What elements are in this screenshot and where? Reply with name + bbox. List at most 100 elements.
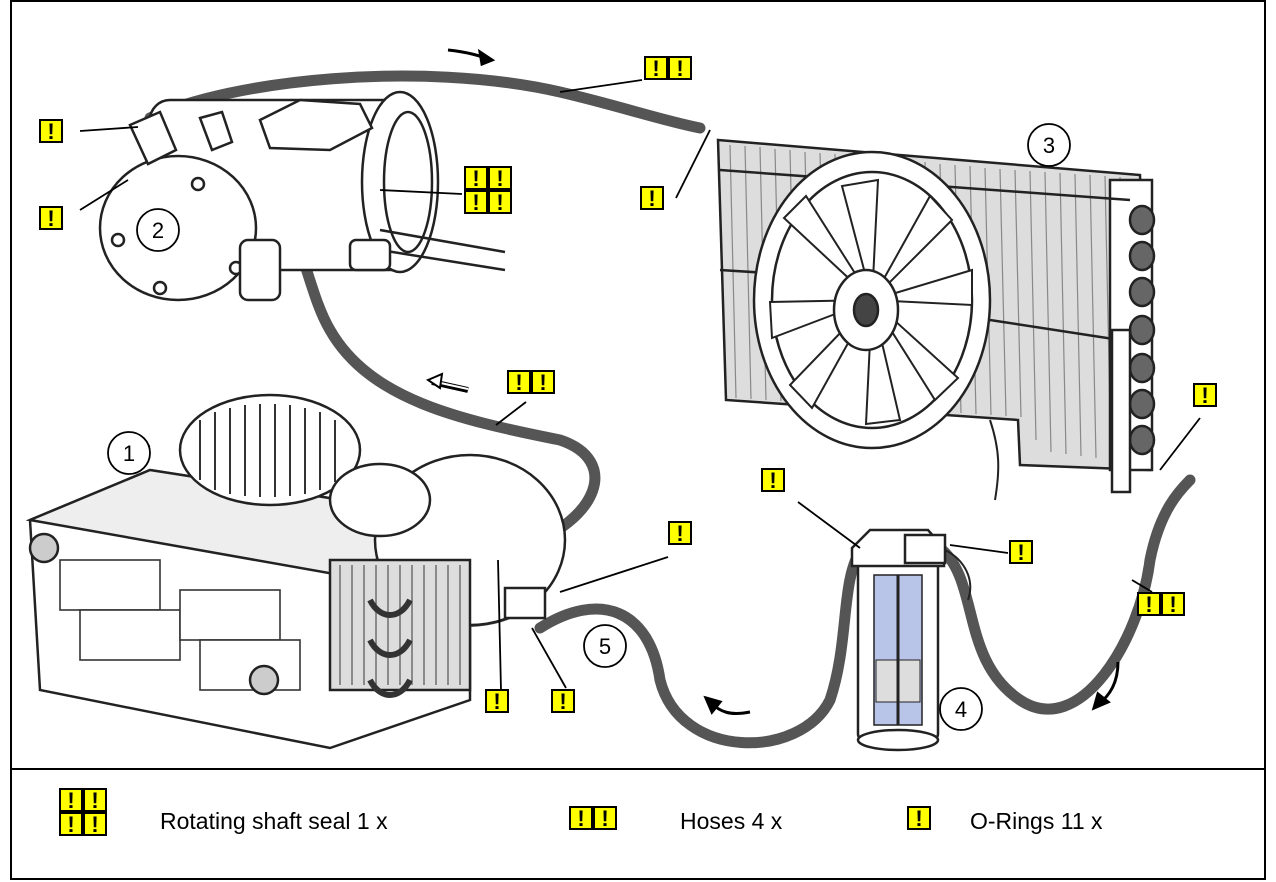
exclamation-icon: !	[67, 812, 74, 837]
legend-badge-hoses: !!	[569, 806, 617, 831]
warning-badge-cell	[1137, 592, 1161, 616]
exclamation-icon: !	[769, 468, 776, 493]
compressor-fitting	[128, 110, 178, 166]
compressor-bolt	[110, 232, 126, 248]
o-ring-badge-evaporator-inlet: !	[551, 689, 575, 714]
flow-arrow-top-head	[477, 48, 496, 67]
o-ring-badge-condenser-inlet: !	[640, 186, 664, 211]
hose-badge-compressor-evaporator: !!	[507, 370, 555, 395]
flow-arrow-bottom-left-head	[703, 695, 723, 715]
warning-badge-cell	[668, 521, 692, 545]
warning-badges: !!!!!!!!!!!!!!!!!!!!!!!!!!	[39, 56, 1217, 837]
legend-badge-rotating-shaft-seal: !!!!	[59, 788, 107, 837]
warning-badge-cell	[83, 788, 107, 812]
exclamation-icon: !	[67, 788, 74, 813]
component-number-4: 4	[955, 697, 967, 722]
o-ring-badge-evaporator-valve: !	[668, 521, 692, 546]
warning-badge-cell	[907, 806, 931, 830]
warning-badge-cell	[569, 806, 593, 830]
shaft-seal-badge-compressor: !!!!	[464, 166, 512, 215]
exclamation-icon: !	[539, 370, 546, 395]
legend-badge-o-rings: !	[907, 806, 931, 831]
warning-badge-cell	[83, 812, 107, 836]
warning-badge-cell	[464, 166, 488, 190]
o-ring-badge-compressor-bottom: !	[39, 206, 63, 231]
compressor-mount-line	[379, 228, 506, 272]
leader-lines	[79, 79, 1201, 691]
warning-badge-cell	[507, 370, 531, 394]
o-ring-badge-evaporator-outlet: !	[485, 689, 509, 714]
blower-motor	[328, 462, 432, 538]
blower-drum	[178, 393, 362, 507]
exclamation-icon: !	[1201, 383, 1208, 408]
evaporator-unit	[25, 393, 567, 750]
o-ring-badge-compressor-top: !	[39, 119, 63, 144]
compressor-fitting-2	[198, 110, 234, 152]
condenser-upright	[1110, 328, 1132, 494]
warning-badge-cell	[59, 812, 83, 836]
component-number-1: 1	[123, 441, 135, 466]
warning-badge-cell	[761, 468, 785, 492]
exclamation-icon: !	[559, 689, 566, 714]
blower-fins	[199, 404, 336, 497]
condenser-tubes	[1128, 204, 1156, 456]
compressor-mount-ear	[238, 238, 282, 302]
evaporator-knob-2	[248, 664, 280, 696]
exclamation-icon: !	[496, 166, 503, 191]
component-number-2: 2	[152, 218, 164, 243]
component-callout-1: 1	[107, 431, 151, 475]
evaporator-knob	[28, 532, 60, 564]
compressor-bolt-2	[152, 280, 168, 296]
fan-wire	[989, 419, 1000, 501]
component-callout-3: 3	[1027, 123, 1071, 167]
warning-badge-cell	[593, 806, 617, 830]
warning-badge-cell	[39, 206, 63, 230]
flow-arrow-mid-head	[425, 372, 444, 390]
exclamation-icon: !	[601, 806, 608, 831]
exclamation-icon: !	[1017, 540, 1024, 565]
component-callout-5: 5	[583, 624, 627, 668]
warning-badge-cell	[640, 186, 664, 210]
exclamation-icon: !	[1169, 592, 1176, 617]
expansion-valve	[503, 586, 547, 620]
o-ring-badge-drier-outlet: !	[1009, 540, 1033, 565]
component-callout-4: 4	[939, 687, 983, 731]
exclamation-icon: !	[676, 56, 683, 81]
evaporator-vents	[59, 559, 301, 691]
warning-badge-cell	[485, 689, 509, 713]
warning-badge-cell	[1161, 592, 1185, 616]
exclamation-icon: !	[577, 806, 584, 831]
condenser-fan	[752, 150, 1000, 501]
exclamation-icon: !	[472, 190, 479, 215]
warning-badge-cell	[39, 119, 63, 143]
legend-label-hoses: Hoses 4 x	[680, 808, 783, 834]
legend-label-o-rings: O-Rings 11 x	[970, 808, 1103, 834]
warning-badge-cell	[644, 56, 668, 80]
warning-badge-cell	[1193, 383, 1217, 407]
component-callout-2: 2	[136, 208, 180, 252]
fan-hub-center	[852, 292, 880, 328]
warning-badge-cell	[59, 788, 83, 812]
evaporator-pipes	[367, 598, 413, 698]
exclamation-icon: !	[496, 190, 503, 215]
o-ring-badge-condenser-outlet: !	[1193, 383, 1217, 408]
component-number-3: 3	[1043, 133, 1055, 158]
exclamation-icon: !	[91, 812, 98, 837]
warning-badge-cell	[488, 166, 512, 190]
flow-arrow-bottom-right-head	[1091, 691, 1111, 711]
evaporator-core-lines	[339, 565, 461, 685]
exclamation-icon: !	[1145, 592, 1152, 617]
hose-drier-condenser	[934, 474, 1196, 715]
exclamation-icon: !	[47, 119, 54, 144]
exclamation-icon: !	[915, 806, 922, 831]
exclamation-icon: !	[648, 186, 655, 211]
component-number-5: 5	[599, 634, 611, 659]
warning-badge-cell	[488, 190, 512, 214]
drier-switch	[903, 533, 947, 565]
compressor-pulley-inner	[382, 110, 434, 254]
warning-badge-cell	[464, 190, 488, 214]
hose-compressor-condenser	[144, 70, 706, 134]
hose-badge-compressor-condenser: !!	[644, 56, 692, 81]
exclamation-icon: !	[676, 521, 683, 546]
